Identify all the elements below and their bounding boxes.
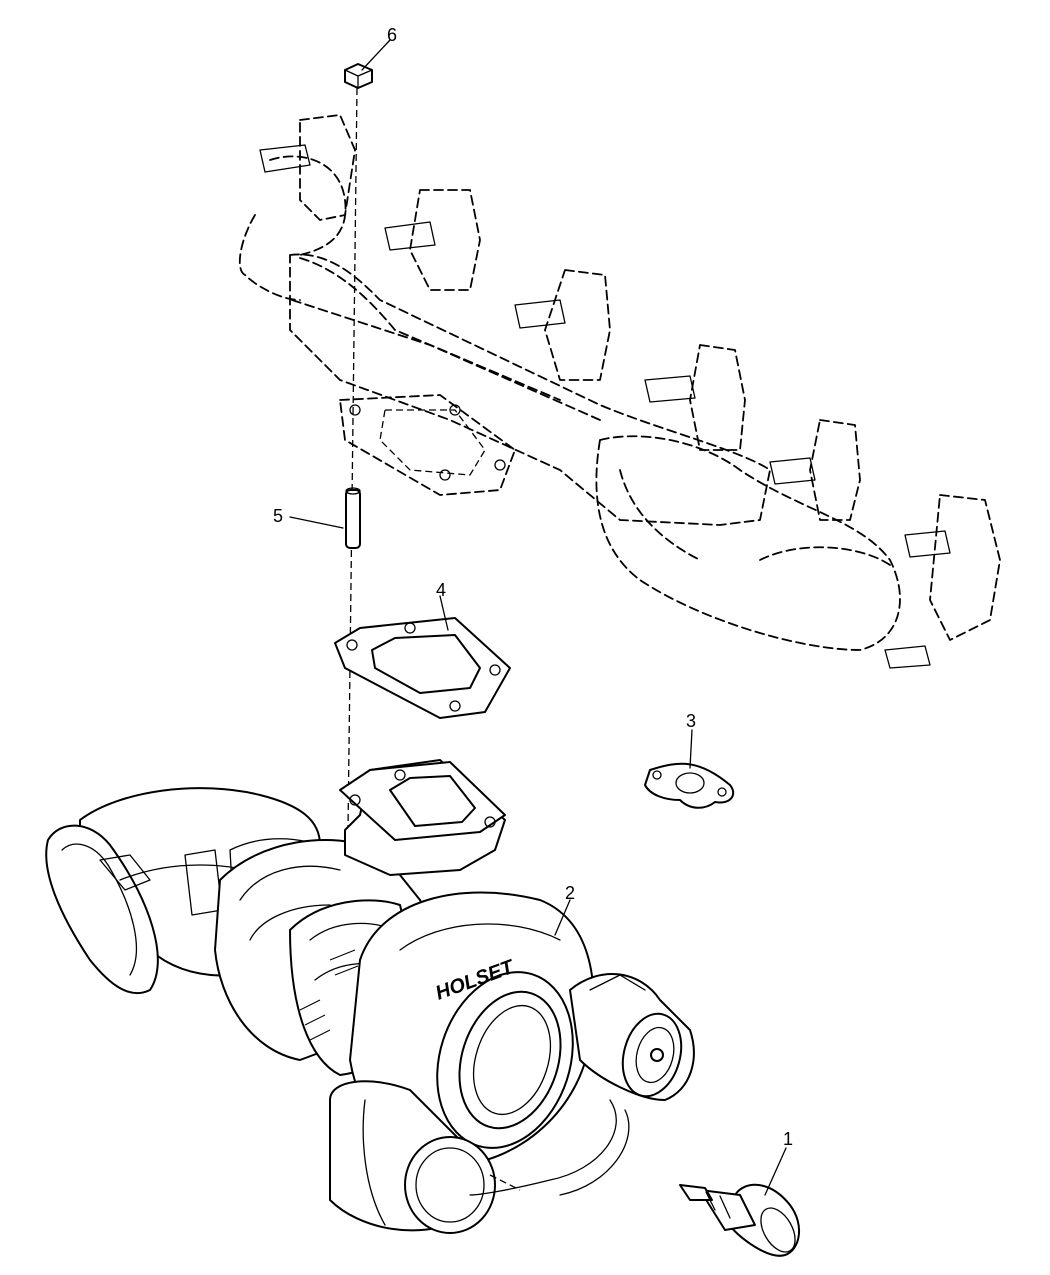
leader-5 bbox=[289, 516, 344, 529]
leader-1 bbox=[764, 1147, 787, 1196]
part-5-stud bbox=[345, 487, 361, 549]
part-4-flange-gasket bbox=[334, 617, 511, 719]
part-6-nut bbox=[344, 63, 373, 89]
callout-6: 6 bbox=[387, 25, 398, 45]
leader-6 bbox=[361, 39, 391, 71]
callout-2: 2 bbox=[565, 883, 576, 903]
part-2-turbocharger: HOLSET bbox=[45, 759, 695, 1234]
callout-3: 3 bbox=[686, 711, 697, 731]
part-3-oil-gasket bbox=[644, 762, 735, 809]
stud-centerline bbox=[347, 87, 358, 831]
leader-2 bbox=[554, 899, 571, 936]
leader-lines bbox=[289, 39, 787, 1196]
callout-1: 1 bbox=[783, 1129, 794, 1149]
exhaust-manifold-phantom bbox=[238, 114, 1001, 669]
leader-3 bbox=[689, 729, 693, 769]
leader-4 bbox=[439, 595, 449, 631]
callout-5: 5 bbox=[273, 506, 284, 526]
callout-4: 4 bbox=[436, 580, 447, 600]
part-1-sensor bbox=[679, 1183, 801, 1257]
